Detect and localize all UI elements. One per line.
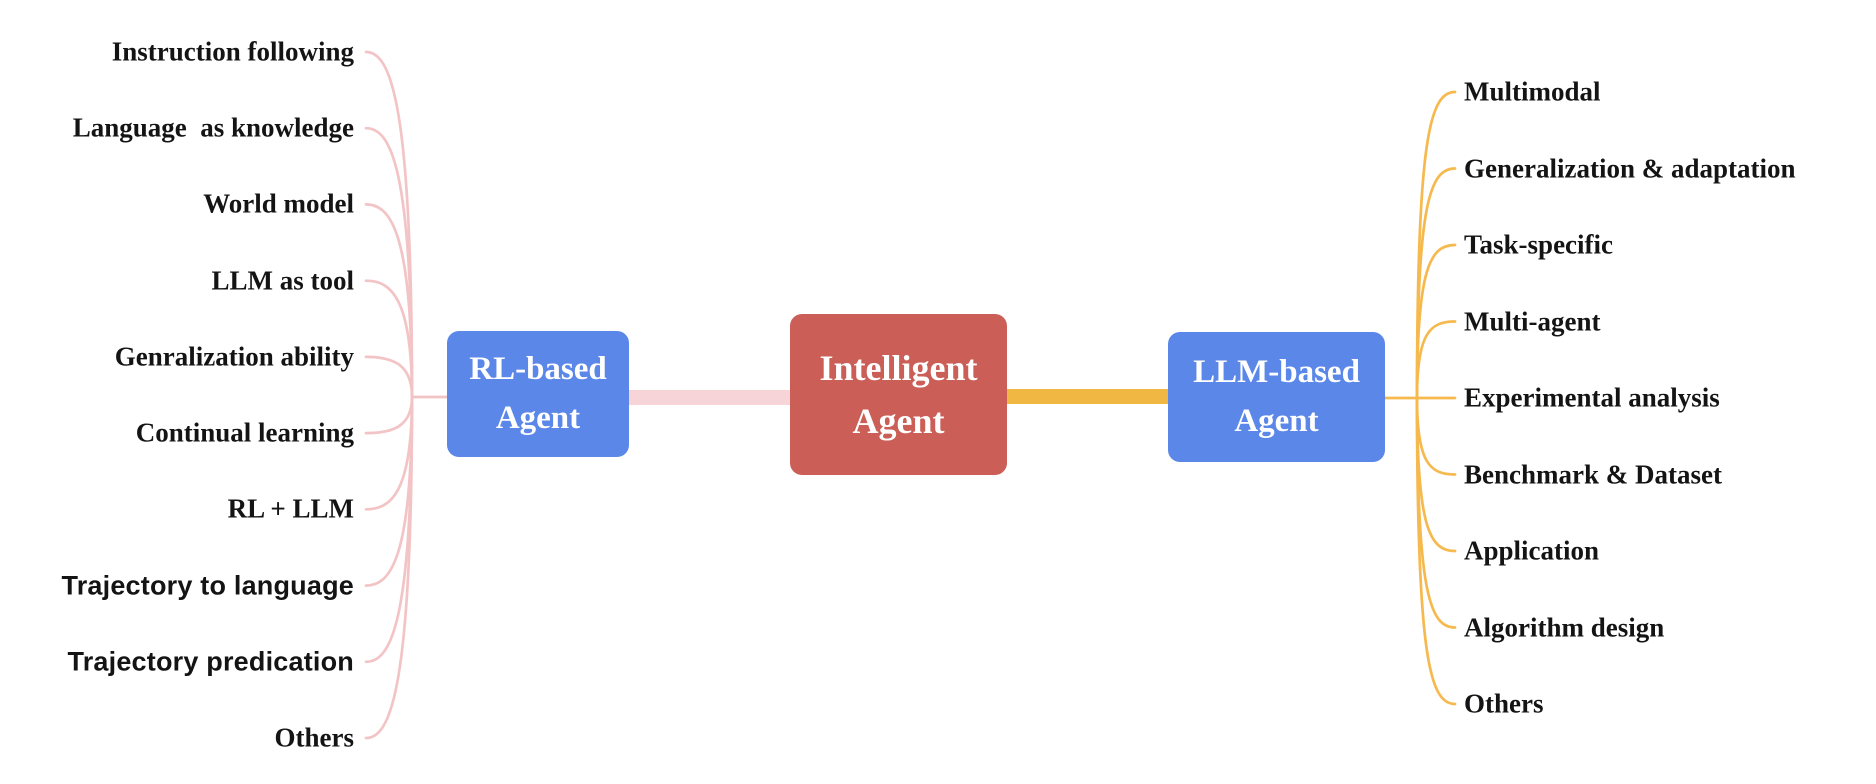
branch-label-benchmark-dataset: Benchmark & Dataset [1464,459,1722,489]
branch-label-multimodal: Multimodal [1464,76,1601,107]
branch-label-trajectory-to-language: Trajectory to language [61,570,354,601]
node-label-line: LLM-based [1193,353,1360,390]
branch-curve [1415,243,1457,400]
branch-curve [364,395,414,511]
node-label-line: Agent [495,400,581,436]
right-hub-center-connector [1007,389,1168,404]
branch-label-generalization-adaptation: Generalization & adaptation [1464,153,1796,183]
branch-label-genralization-ability: Genralization ability [114,341,354,372]
node-llm-based-agent: LLM-based Agent [1168,332,1385,462]
branch-label-language-as-knowledge: Language as knowledge [72,112,354,143]
branch-label-continual-learning: Continual learning [135,417,354,448]
branch-curve [1415,396,1457,476]
node-label-line: Intelligent [819,348,978,389]
branch-curve [364,395,414,435]
node-label-line: Agent [852,400,945,441]
node-intelligent-agent: Intelligent Agent [790,314,1007,475]
branch-label-algorithm-design: Algorithm design [1464,612,1665,642]
branch-curve [1415,320,1457,400]
branch-curve [364,395,414,740]
branch-curve [1415,396,1457,706]
branch-label-trajectory-predication: Trajectory predication [67,646,354,677]
branch-label-others: Others [274,722,354,753]
branch-curve [364,355,414,399]
left-hub-center-connector [629,390,790,405]
branch-label-rl-llm: RL + LLM [227,493,354,524]
node-rl-based-agent: RL-based Agent [447,331,629,457]
branch-label-llm-as-tool: LLM as tool [211,265,354,296]
branch-curve [364,203,414,399]
branch-label-application: Application [1464,535,1600,566]
branch-label-world-model: World model [203,188,354,219]
branch-label-task-specific: Task-specific [1464,229,1614,260]
node-label-line: Agent [1234,403,1319,439]
branch-label-others: Others [1464,688,1544,719]
branch-curve [364,279,414,399]
node-label-line: RL-based [469,350,607,387]
branch-label-experimental-analysis: Experimental analysis [1464,382,1720,413]
branch-label-multi-agent: Multi-agent [1464,306,1601,336]
branch-label-instruction-following: Instruction following [111,36,354,67]
